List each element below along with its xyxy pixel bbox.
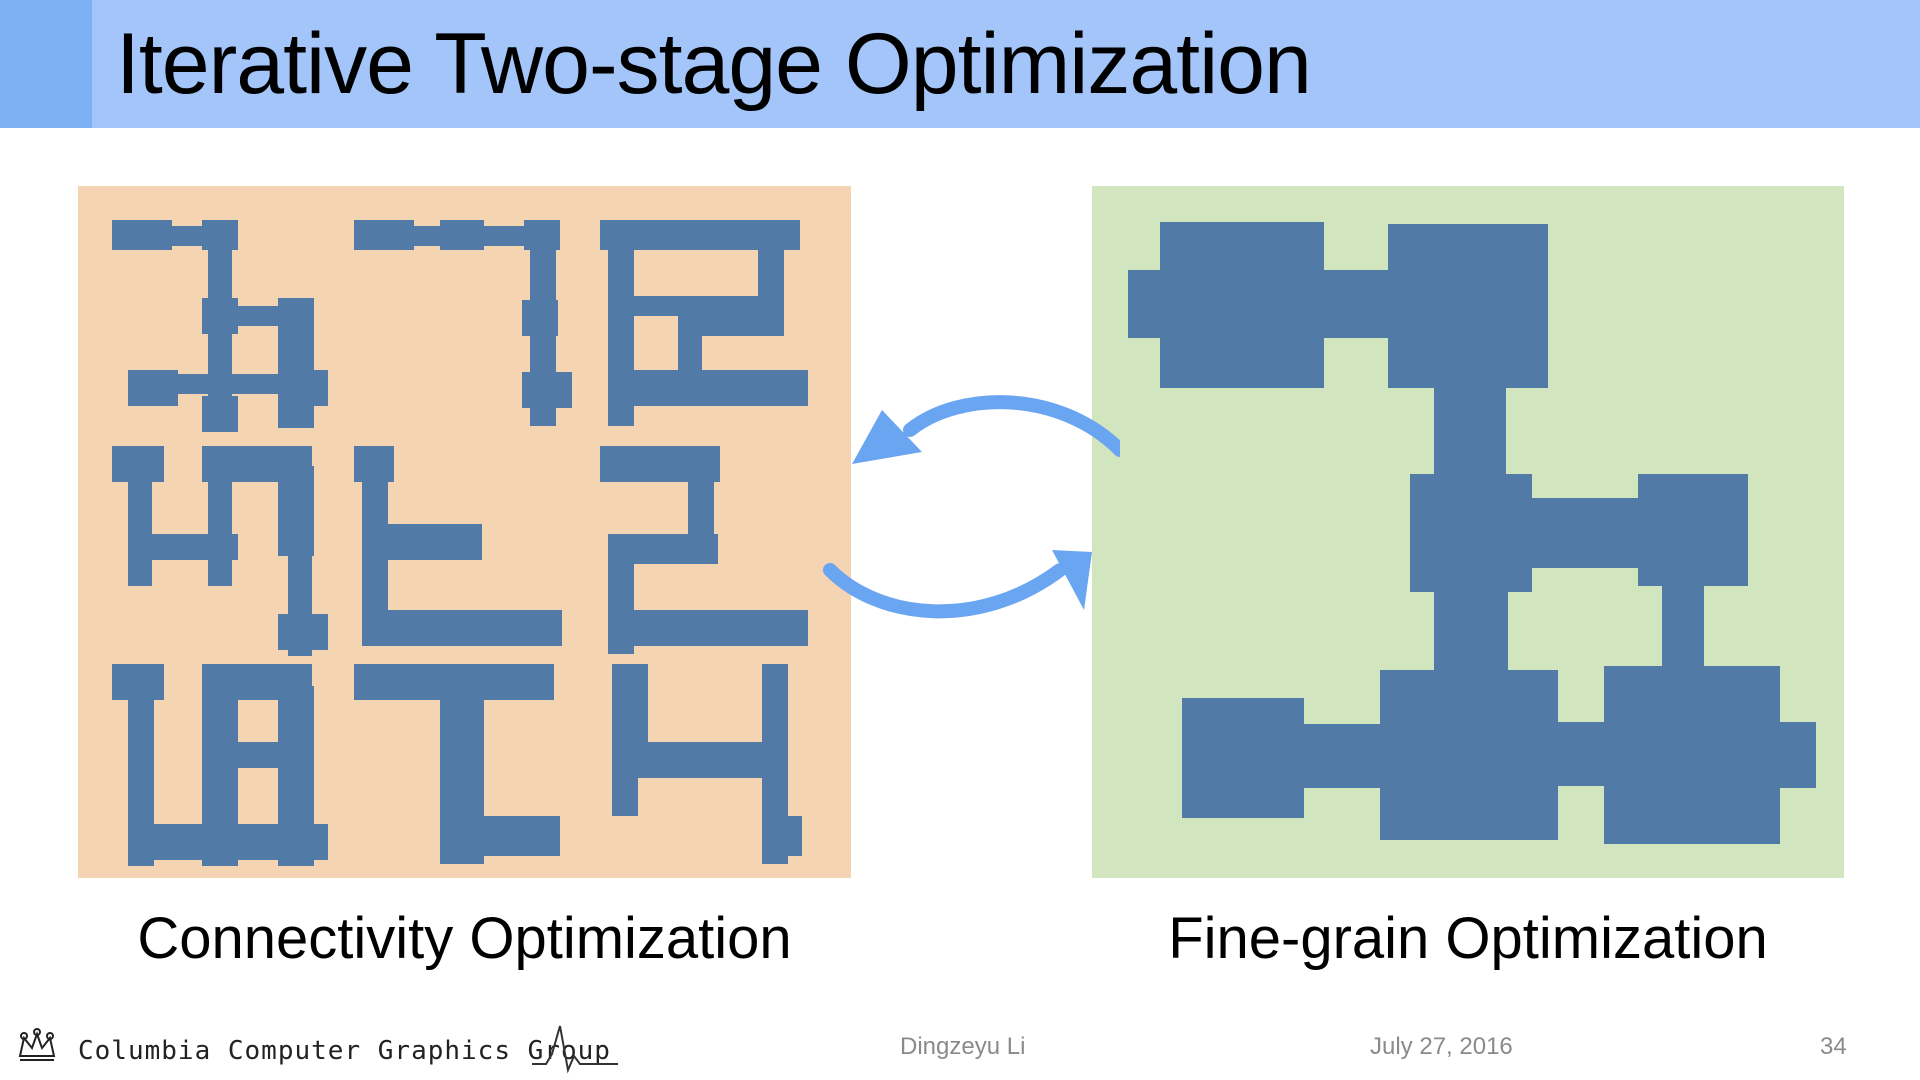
heartbeat-line-icon: [532, 1025, 618, 1074]
left-caption: Connectivity Optimization: [137, 906, 792, 971]
crown-icon: [18, 1028, 56, 1061]
top-arrowhead: [852, 410, 922, 464]
group-name: Columbia Computer Graphics Group: [78, 1036, 611, 1066]
slide-title: Iterative Two-stage Optimization: [116, 16, 1312, 112]
fine-grain-illustration: [1128, 222, 1816, 844]
title-accent: [0, 0, 92, 128]
right-caption: Fine-grain Optimization: [1168, 906, 1768, 971]
circular-arrows-icon: [823, 395, 1120, 619]
presentation-date: July 27, 2016: [1370, 1033, 1513, 1060]
title-bar: Iterative Two-stage Optimization: [0, 0, 1920, 128]
author-name: Dingzeyu Li: [900, 1033, 1026, 1060]
connectivity-grid-illustration: [112, 220, 808, 866]
page-number: 34: [1820, 1033, 1847, 1060]
footer: Columbia Computer Graphics Group Dingzey…: [0, 1010, 1920, 1080]
top-arrow-stroke: [903, 395, 1120, 457]
fine-grain-panel: [1092, 186, 1844, 878]
group-logo: Columbia Computer Graphics Group: [12, 1020, 618, 1076]
bottom-arrow-stroke: [823, 563, 1067, 619]
bottom-arrowhead: [1052, 550, 1092, 610]
connectivity-panel: [78, 186, 851, 878]
